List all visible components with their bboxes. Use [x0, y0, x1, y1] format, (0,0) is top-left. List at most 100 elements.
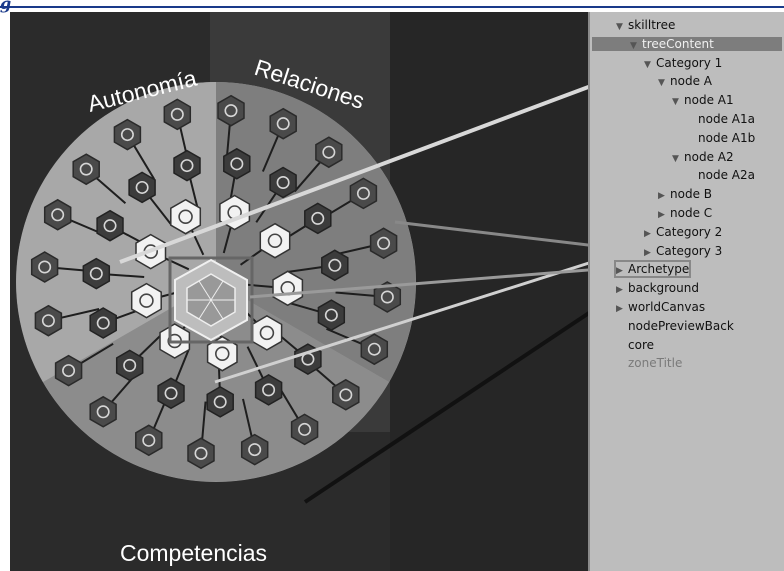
skill-node-hexagon[interactable]: [157, 377, 185, 410]
expand-arrow-icon[interactable]: ▼: [672, 153, 679, 164]
hierarchy-item[interactable]: ▼node A: [658, 74, 712, 88]
leaf-icon[interactable]: [304, 202, 332, 235]
plus-icon[interactable]: [290, 413, 319, 446]
collapse-arrow-icon[interactable]: ▶: [616, 304, 623, 314]
hand-icon[interactable]: [369, 227, 398, 260]
skill-node-hexagon[interactable]: [173, 149, 201, 182]
smiley-icon[interactable]: [315, 136, 343, 169]
hierarchy-item[interactable]: ▶node C: [658, 206, 712, 220]
hierarchy-item[interactable]: ▶node B: [658, 187, 712, 201]
hierarchy-item[interactable]: ▶Category 3: [644, 244, 722, 258]
window-icon[interactable]: [360, 333, 389, 366]
skill-node-hexagon[interactable]: [217, 94, 245, 127]
skill-node-hexagon[interactable]: [115, 349, 144, 382]
idea-icon[interactable]: [332, 378, 360, 411]
skill-node-hexagon[interactable]: [187, 437, 215, 470]
hierarchy-item[interactable]: ▶Archetype: [613, 260, 692, 279]
skill-node-hexagon[interactable]: [332, 378, 360, 411]
hierarchy-item[interactable]: ▼treeContent: [592, 36, 782, 51]
expand-arrow-icon[interactable]: ▼: [616, 22, 623, 32]
compass-icon[interactable]: [89, 395, 117, 428]
skill-node-hexagon[interactable]: [130, 282, 162, 319]
shield-icon[interactable]: [321, 249, 349, 282]
skill-node-hexagon[interactable]: [30, 251, 59, 283]
hierarchy-panel[interactable]: ▼skilltree▼treeContent▼Category 1▼node A…: [588, 12, 784, 571]
node-group[interactable]: [30, 94, 402, 470]
skill-node-hexagon[interactable]: [272, 270, 304, 307]
dot-icon[interactable]: [272, 270, 304, 307]
skill-tree-scene[interactable]: Autonomía Relaciones Competencias: [10, 12, 588, 571]
scene-canvas[interactable]: Autonomía Relaciones Competencias: [10, 12, 588, 571]
skill-node-hexagon[interactable]: [163, 98, 192, 131]
folder-icon[interactable]: [240, 433, 269, 466]
expand-arrow-icon[interactable]: ▼: [644, 59, 651, 70]
hierarchy-item[interactable]: nodePreviewBack: [628, 319, 734, 333]
hierarchy-item[interactable]: ▶background: [616, 281, 699, 295]
skill-node-hexagon[interactable]: [223, 147, 251, 180]
graduation-cap-icon[interactable]: [254, 374, 283, 406]
skill-node-hexagon[interactable]: [128, 171, 156, 204]
skill-node-hexagon[interactable]: [240, 433, 269, 466]
lock-icon[interactable]: [72, 153, 100, 186]
skill-node-hexagon[interactable]: [317, 299, 346, 331]
collapse-arrow-icon[interactable]: ▶: [616, 285, 623, 296]
hierarchy-item[interactable]: ▼node A2: [672, 150, 734, 164]
hierarchy-item[interactable]: core: [628, 338, 654, 352]
skill-node-hexagon[interactable]: [206, 386, 234, 418]
expand-arrow-icon[interactable]: ▼: [658, 78, 665, 89]
paper-plane-icon[interactable]: [96, 209, 124, 242]
world-icon[interactable]: [115, 349, 144, 382]
people-icon[interactable]: [135, 424, 163, 457]
skill-node-hexagon[interactable]: [170, 198, 202, 235]
skill-node-hexagon[interactable]: [89, 307, 117, 339]
skill-node-hexagon[interactable]: [369, 227, 398, 260]
phone-icon[interactable]: [34, 304, 63, 337]
play-icon[interactable]: [251, 315, 283, 351]
skill-node-hexagon[interactable]: [360, 333, 389, 366]
skill-node-hexagon[interactable]: [54, 354, 83, 387]
expand-arrow-icon[interactable]: ▼: [630, 40, 637, 51]
message-icon[interactable]: [163, 98, 192, 131]
lightbulb-icon[interactable]: [217, 94, 245, 127]
share-icon[interactable]: [269, 107, 297, 140]
rocket-icon[interactable]: [173, 149, 201, 182]
skill-node-hexagon[interactable]: [269, 166, 297, 199]
skill-node-hexagon[interactable]: [43, 198, 72, 231]
chat-icon[interactable]: [317, 299, 346, 331]
hierarchy-item[interactable]: node A1a: [698, 112, 755, 126]
hierarchy-item[interactable]: node A2a: [698, 168, 755, 182]
hierarchy-item[interactable]: ▼node A1: [672, 93, 734, 107]
ellipsis-icon[interactable]: [259, 222, 291, 259]
skill-node-hexagon[interactable]: [206, 335, 238, 372]
badge-icon[interactable]: [269, 166, 297, 199]
skill-node-hexagon[interactable]: [321, 249, 349, 282]
skill-node-hexagon[interactable]: [373, 281, 402, 313]
skill-node-hexagon[interactable]: [34, 304, 63, 337]
skill-node-hexagon[interactable]: [251, 315, 283, 351]
skill-node-hexagon[interactable]: [269, 107, 297, 140]
skill-node-hexagon[interactable]: [304, 202, 332, 235]
diamond-icon[interactable]: [187, 437, 215, 470]
gear-icon[interactable]: [130, 282, 162, 319]
skill-node-hexagon[interactable]: [89, 395, 117, 428]
chart-icon[interactable]: [373, 281, 402, 313]
diamond-icon[interactable]: [170, 198, 202, 235]
skill-node-hexagon[interactable]: [113, 118, 142, 151]
skill-node-hexagon[interactable]: [290, 413, 319, 446]
skill-node-hexagon[interactable]: [82, 257, 111, 290]
globe-icon[interactable]: [157, 377, 185, 410]
pie-icon[interactable]: [54, 354, 83, 387]
key-icon[interactable]: [30, 251, 59, 283]
collapse-arrow-icon[interactable]: ▶: [644, 247, 651, 258]
hierarchy-item[interactable]: ▼skilltree: [616, 18, 675, 32]
collapse-arrow-icon[interactable]: ▶: [644, 228, 651, 239]
network-icon[interactable]: [113, 118, 142, 151]
fingerprint-icon[interactable]: [223, 147, 251, 180]
hierarchy-item[interactable]: ▶Category 2: [644, 225, 722, 239]
close-icon[interactable]: [89, 307, 117, 339]
skill-node-hexagon[interactable]: [254, 374, 283, 406]
skill-node-hexagon[interactable]: [259, 222, 291, 259]
skill-node-hexagon[interactable]: [349, 177, 378, 210]
hierarchy-item[interactable]: node A1b: [698, 131, 755, 145]
hierarchy-item[interactable]: ▼Category 1: [644, 56, 722, 70]
